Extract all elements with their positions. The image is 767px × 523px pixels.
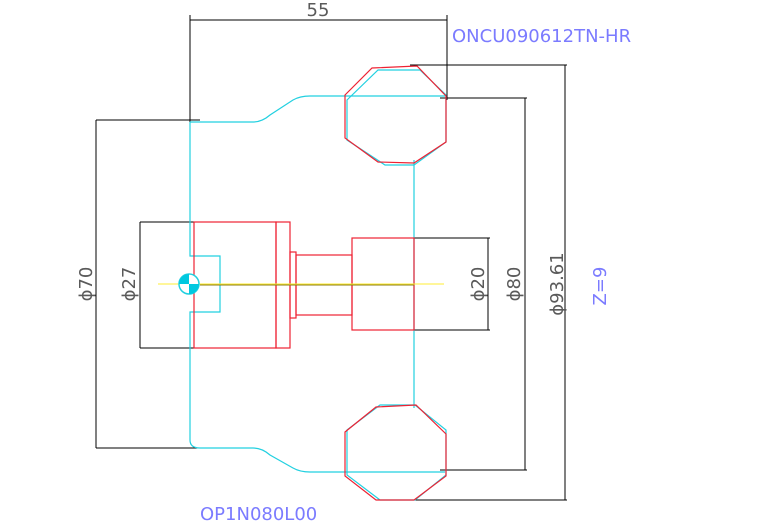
dim-d80-label: ϕ80 xyxy=(504,267,525,302)
dimension-d80: ϕ80 xyxy=(440,97,527,471)
dimension-55: 55 xyxy=(189,0,448,230)
dim-d93-label: ϕ93.61 xyxy=(547,252,568,315)
teeth-count-label: Z=9 xyxy=(590,267,611,306)
tool-code-label: OP1N080L00 xyxy=(200,504,317,523)
insert-code-label: ONCU090612TN-HR xyxy=(452,26,631,47)
dim-55-label: 55 xyxy=(307,0,330,21)
dim-d20-label: ϕ20 xyxy=(468,267,489,302)
insert-outline xyxy=(344,65,447,501)
dim-d70-label: ϕ70 xyxy=(76,267,97,302)
dim-d27-label: ϕ27 xyxy=(119,267,140,302)
dimension-d93: ϕ93.61 xyxy=(410,64,568,501)
centre-mark-icon xyxy=(178,273,200,295)
dimension-d70: ϕ70 xyxy=(76,119,200,449)
